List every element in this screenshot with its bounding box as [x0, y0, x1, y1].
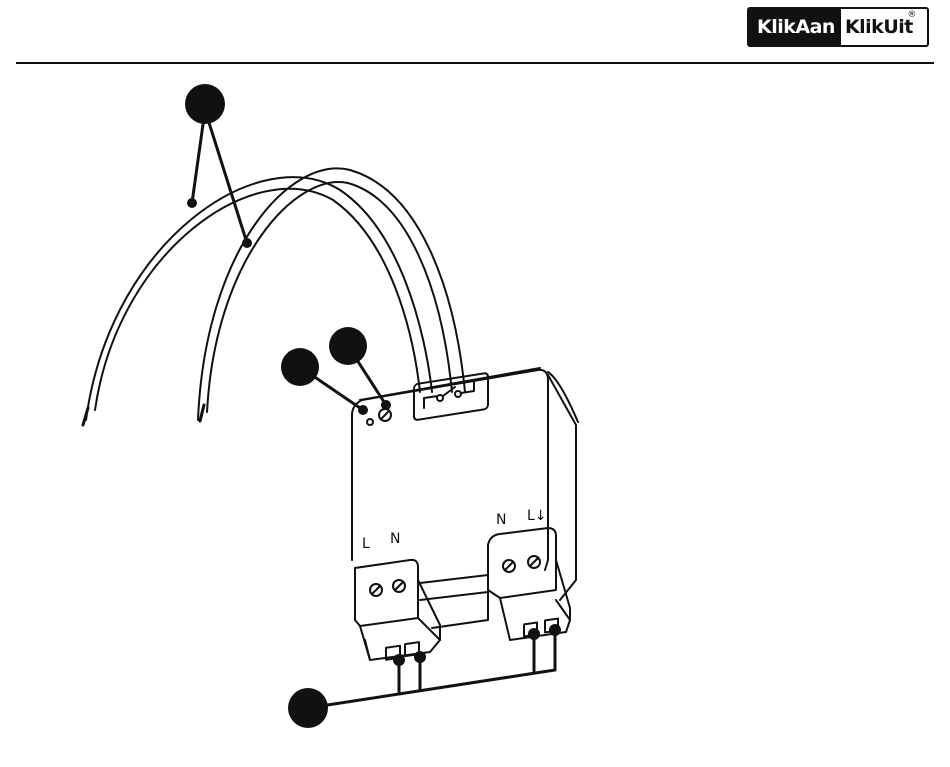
label-output-n: N [496, 512, 506, 528]
terminal-block-input [355, 560, 440, 660]
label-input-n: N [390, 531, 400, 547]
label-output-l: L↓ [527, 508, 547, 524]
terminal-block-output [488, 528, 570, 640]
label-input-l: L [362, 536, 370, 552]
callout-leaders [192, 110, 555, 708]
callout-button [329, 327, 367, 365]
antenna-wire-left [83, 177, 432, 425]
led-indicator [367, 419, 373, 425]
learn-button[interactable] [379, 409, 391, 421]
callout-antenna-wires [185, 84, 225, 124]
callout-terminals [288, 688, 328, 728]
callout-led [281, 348, 319, 386]
